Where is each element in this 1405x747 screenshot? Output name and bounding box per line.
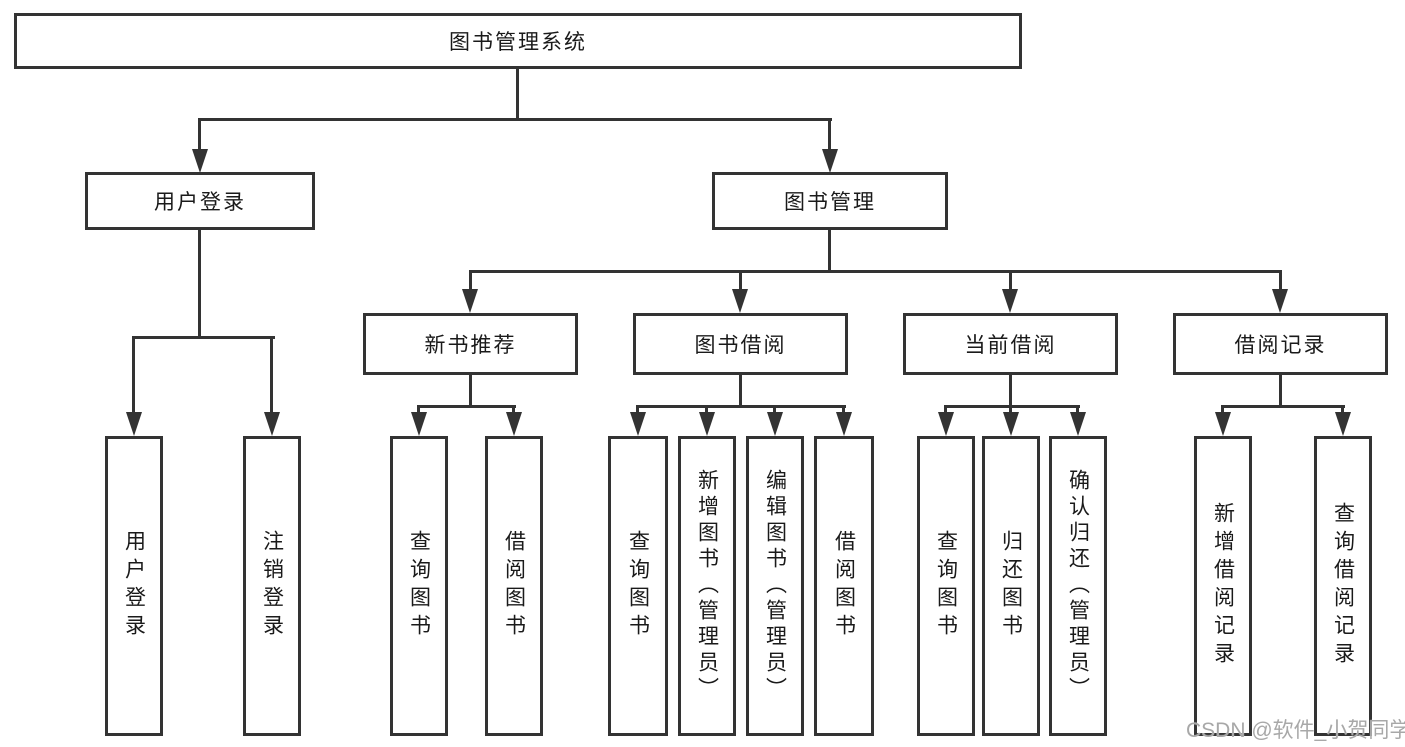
- arrowhead-icon: [822, 149, 838, 173]
- connector-to-user-login: [198, 120, 201, 151]
- node-label: 用户登录: [154, 191, 246, 214]
- arrowhead-icon: [1215, 412, 1231, 436]
- connector-to-current-borrow: [1009, 272, 1012, 291]
- arrowhead-icon: [506, 412, 522, 436]
- connector-root-branch: [198, 118, 832, 121]
- leaf-confirm-return-admin: 确认归还（管理员）: [1049, 436, 1107, 736]
- connector-to-new-book-recommend: [469, 272, 472, 291]
- arrowhead-icon: [1070, 412, 1086, 436]
- node-label: 归还图书: [999, 530, 1023, 642]
- leaf-edit-book-admin: 编辑图书（管理员）: [746, 436, 804, 736]
- node-label: 当前借阅: [964, 334, 1057, 357]
- csdn-watermark: CSDN @软件_小贺同学: [1186, 719, 1405, 742]
- node-label: 借阅图书: [502, 530, 526, 642]
- connector-new-book-recommend-stem: [469, 375, 472, 408]
- node-label: 图书管理: [784, 191, 876, 214]
- leaf-user-login: 用户登录: [105, 436, 163, 736]
- node-label: 注销登录: [260, 530, 284, 642]
- connector-to-leaf: [636, 407, 639, 414]
- connector-user-login-stem: [198, 230, 201, 338]
- leaf-borrow-books-recommend: 借阅图书: [485, 436, 543, 736]
- arrowhead-icon: [1002, 289, 1018, 313]
- arrowhead-icon: [732, 289, 748, 313]
- connector-to-leaf: [842, 407, 845, 414]
- arrowhead-icon: [836, 412, 852, 436]
- connector-book-borrow-stem: [739, 375, 742, 408]
- leaf-query-books-recommend: 查询图书: [390, 436, 448, 736]
- node-label: 图书借阅: [694, 334, 787, 357]
- node-label: 查询图书: [626, 530, 650, 642]
- node-new-book-recommend: 新书推荐: [363, 313, 578, 375]
- node-label: 用户登录: [122, 530, 146, 642]
- arrowhead-icon: [264, 412, 280, 436]
- arrowhead-icon: [192, 149, 208, 173]
- connector-to-leaf-user-login: [132, 338, 135, 414]
- arrowhead-icon: [1335, 412, 1351, 436]
- leaf-query-books-borrow: 查询图书: [608, 436, 668, 736]
- node-label: 确认归还（管理员）: [1066, 469, 1090, 703]
- arrowhead-icon: [699, 412, 715, 436]
- node-borrow-records: 借阅记录: [1173, 313, 1388, 375]
- connector-to-leaf: [512, 407, 515, 414]
- connector-book-management-stem: [828, 230, 831, 272]
- arrowhead-icon: [630, 412, 646, 436]
- node-book-management: 图书管理: [712, 172, 948, 230]
- connector-user-login-branch: [132, 336, 275, 339]
- connector-to-borrow-records: [1279, 272, 1282, 291]
- node-label: 图书管理系统: [449, 31, 587, 54]
- leaf-add-borrow-record: 新增借阅记录: [1194, 436, 1252, 736]
- node-label: 编辑图书（管理员）: [763, 469, 787, 703]
- node-label: 新书推荐: [424, 334, 517, 357]
- connector-borrow-records-stem: [1279, 375, 1282, 408]
- arrowhead-icon: [462, 289, 478, 313]
- node-label: 借阅图书: [832, 530, 856, 642]
- node-user-login: 用户登录: [85, 172, 315, 230]
- connector-borrow-records-branch: [1221, 405, 1345, 408]
- arrowhead-icon: [1003, 412, 1019, 436]
- connector-book-management-branch: [469, 270, 1282, 273]
- arrowhead-icon: [411, 412, 427, 436]
- leaf-return-book: 归还图书: [982, 436, 1040, 736]
- node-book-borrow: 图书借阅: [633, 313, 848, 375]
- leaf-logout: 注销登录: [243, 436, 301, 736]
- connector-current-borrow-branch: [944, 405, 1080, 408]
- connector-to-leaf: [1009, 407, 1012, 414]
- connector-to-leaf: [1341, 407, 1344, 414]
- leaf-query-books-current: 查询图书: [917, 436, 975, 736]
- node-label: 新增图书（管理员）: [695, 469, 719, 703]
- connector-to-book-borrow: [739, 272, 742, 291]
- connector-new-book-recommend-branch: [417, 405, 516, 408]
- arrowhead-icon: [767, 412, 783, 436]
- node-label: 查询图书: [407, 530, 431, 642]
- connector-to-leaf: [417, 407, 420, 414]
- node-library-system: 图书管理系统: [14, 13, 1022, 69]
- connector-book-borrow-branch: [636, 405, 846, 408]
- connector-to-leaf: [705, 407, 708, 414]
- node-label: 查询借阅记录: [1331, 502, 1355, 670]
- arrowhead-icon: [938, 412, 954, 436]
- connector-to-leaf: [944, 407, 947, 414]
- arrowhead-icon: [126, 412, 142, 436]
- arrowhead-icon: [1272, 289, 1288, 313]
- connector-to-leaf-logout: [270, 338, 273, 414]
- node-current-borrow: 当前借阅: [903, 313, 1118, 375]
- connector-to-book-management: [828, 120, 831, 151]
- connector-to-leaf: [1076, 407, 1079, 414]
- connector-root-stem: [516, 69, 519, 120]
- node-label: 查询图书: [934, 530, 958, 642]
- leaf-add-book-admin: 新增图书（管理员）: [678, 436, 736, 736]
- node-label: 新增借阅记录: [1211, 502, 1235, 670]
- connector-to-leaf: [1221, 407, 1224, 414]
- leaf-query-borrow-record: 查询借阅记录: [1314, 436, 1372, 736]
- node-label: 借阅记录: [1234, 334, 1327, 357]
- leaf-borrow-books-borrow: 借阅图书: [814, 436, 874, 736]
- connector-to-leaf: [773, 407, 776, 414]
- connector-current-borrow-stem: [1009, 375, 1012, 408]
